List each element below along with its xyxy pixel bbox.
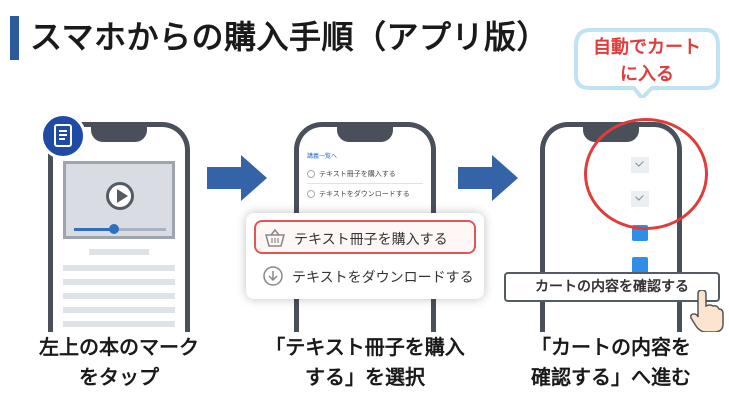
phone-notch bbox=[91, 127, 147, 142]
phone-notch bbox=[337, 127, 393, 142]
cart-icon bbox=[307, 170, 315, 178]
video-progress-fill bbox=[74, 228, 115, 231]
book-icon[interactable] bbox=[40, 113, 86, 159]
phone-side-button bbox=[432, 190, 436, 216]
caption-step-3: 「カートの内容を 確認する」へ進む bbox=[531, 335, 691, 389]
text-placeholder bbox=[63, 293, 175, 299]
zoomed-menu: テキスト冊子を購入する テキストをダウンロードする bbox=[246, 213, 484, 299]
arrow-right-icon bbox=[458, 155, 518, 201]
play-icon[interactable] bbox=[106, 182, 134, 210]
text-placeholder bbox=[63, 279, 175, 285]
menu-header-link[interactable]: 講義一覧へ bbox=[307, 153, 338, 160]
arrow-right-icon bbox=[207, 155, 267, 201]
download-text-button[interactable]: テキストをダウンロードする bbox=[254, 260, 476, 294]
text-placeholder bbox=[89, 249, 149, 255]
cart-icon bbox=[265, 228, 285, 247]
speech-bubble: 自動でカート に入る bbox=[572, 24, 722, 98]
phone-step-1 bbox=[48, 122, 190, 332]
caption-step-2: 「テキスト冊子を購入 する」を選択 bbox=[265, 335, 465, 389]
video-progress-knob[interactable] bbox=[109, 224, 120, 234]
purchase-text-button[interactable]: テキスト冊子を購入する bbox=[254, 220, 476, 254]
menu-item-purchase[interactable]: テキスト冊子を購入する bbox=[307, 169, 396, 179]
cart-icon[interactable] bbox=[632, 257, 648, 273]
purchase-text-label: テキスト冊子を購入する bbox=[294, 232, 448, 248]
text-placeholder bbox=[63, 321, 175, 327]
download-text-label: テキストをダウンロードする bbox=[292, 270, 474, 286]
video-player[interactable] bbox=[63, 161, 175, 239]
text-placeholder bbox=[63, 307, 175, 313]
bubble-line-1: 自動でカート bbox=[593, 37, 701, 58]
bubble-shape bbox=[574, 28, 720, 98]
phone-side-button bbox=[186, 190, 190, 216]
video-progress-bar[interactable] bbox=[74, 224, 166, 234]
page-title: スマホからの購入手順（アプリ版） bbox=[30, 18, 550, 56]
bubble-line-2: に入る bbox=[620, 64, 674, 85]
pointing-hand-icon bbox=[690, 290, 724, 332]
confirm-cart-button[interactable]: カートの内容を確認する bbox=[504, 272, 720, 302]
text-placeholder bbox=[63, 265, 175, 271]
menu-item-download[interactable]: テキストをダウンロードする bbox=[307, 189, 410, 199]
highlight-circle bbox=[584, 118, 708, 230]
download-icon bbox=[307, 190, 315, 198]
download-icon bbox=[263, 266, 283, 286]
title-accent-bar bbox=[10, 16, 19, 60]
caption-step-1: 左上の本のマーク をタップ bbox=[39, 335, 199, 389]
menu-divider bbox=[307, 183, 423, 184]
